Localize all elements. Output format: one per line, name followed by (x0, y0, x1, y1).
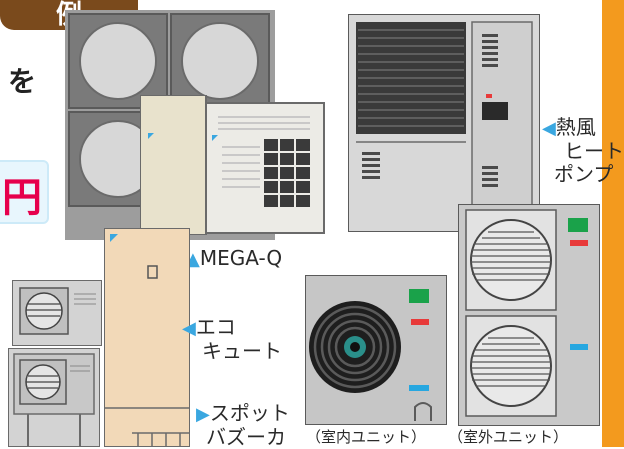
small-outdoor-unit-bottom (8, 348, 100, 447)
eco-cute-label: ◀エコ キュート (182, 315, 282, 363)
heading-text-partial: を (8, 65, 37, 98)
mega-q-unit (140, 95, 325, 235)
eco-cute-tank (104, 228, 190, 447)
triangle-left-icon: ◀ (542, 118, 556, 139)
triangle-left-icon: ◀ (182, 318, 196, 339)
orange-side-band (602, 0, 624, 447)
hot-air-heat-pump (348, 14, 540, 232)
spot-buzzer-indoor-unit (305, 275, 447, 425)
small-outdoor-unit-top (12, 280, 102, 346)
outdoor-unit (458, 204, 600, 426)
indoor-unit-caption: （室内ユニット） (306, 428, 427, 446)
outdoor-unit-caption: （室外ユニット） (448, 428, 569, 446)
price-suffix: 円 (2, 175, 42, 221)
price-box (0, 160, 49, 224)
mega-q-label: ▲MEGA-Q (186, 246, 283, 270)
spot-buzzer-label: ▶スポット バズーカ (196, 401, 290, 449)
triangle-right-icon: ▶ (196, 404, 210, 425)
hot-air-heat-pump-label: ◀熱風 ヒート ポンプ (542, 115, 624, 186)
